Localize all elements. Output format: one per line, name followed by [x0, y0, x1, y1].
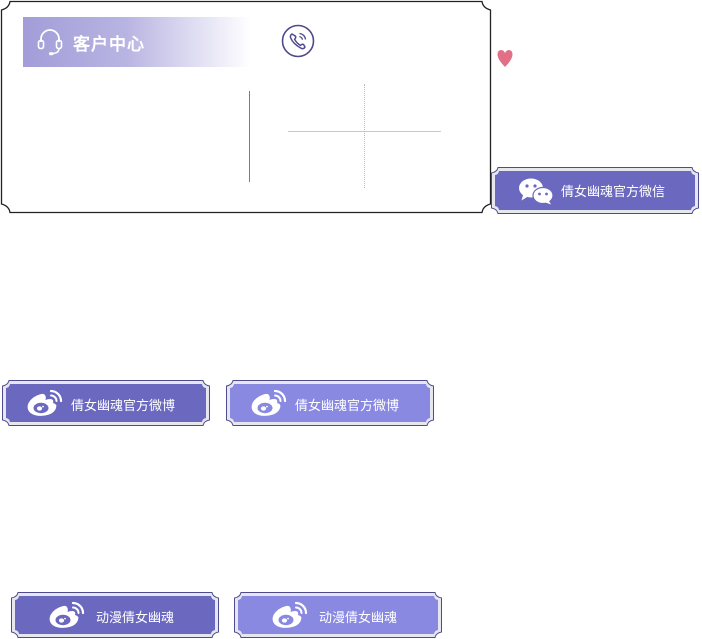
weibo-icon [251, 389, 287, 416]
weibo-button-dark[interactable]: 倩女幽魂官方微博 [2, 380, 210, 426]
anime-button-dark-label: 动漫倩女幽魂 [96, 611, 175, 626]
heart-icon [497, 50, 513, 67]
weibo-button-light[interactable]: 倩女幽魂官方微博 [226, 380, 434, 426]
anime-button-dark[interactable]: 动漫倩女幽魂 [11, 592, 219, 638]
wechat-button-label: 倩女幽魂官方微信 [561, 185, 666, 200]
phone-icon[interactable] [281, 24, 315, 58]
weibo-button-light-label: 倩女幽魂官方微博 [295, 399, 400, 414]
customer-center-header: 客户中心 [23, 17, 251, 67]
divider-vertical [249, 91, 250, 182]
wechat-icon [519, 178, 554, 205]
weibo-icon [49, 601, 85, 628]
weibo-button-dark-label: 倩女幽魂官方微博 [71, 399, 176, 414]
anime-button-light-label: 动漫倩女幽魂 [319, 611, 398, 626]
wechat-button[interactable]: 倩女幽魂官方微信 [491, 167, 699, 214]
anime-button-light[interactable]: 动漫倩女幽魂 [234, 592, 442, 638]
divider-dashed [364, 84, 365, 188]
headset-icon [37, 29, 63, 56]
weibo-icon [27, 389, 63, 416]
weibo-icon [272, 601, 308, 628]
customer-center-title: 客户中心 [73, 35, 145, 55]
